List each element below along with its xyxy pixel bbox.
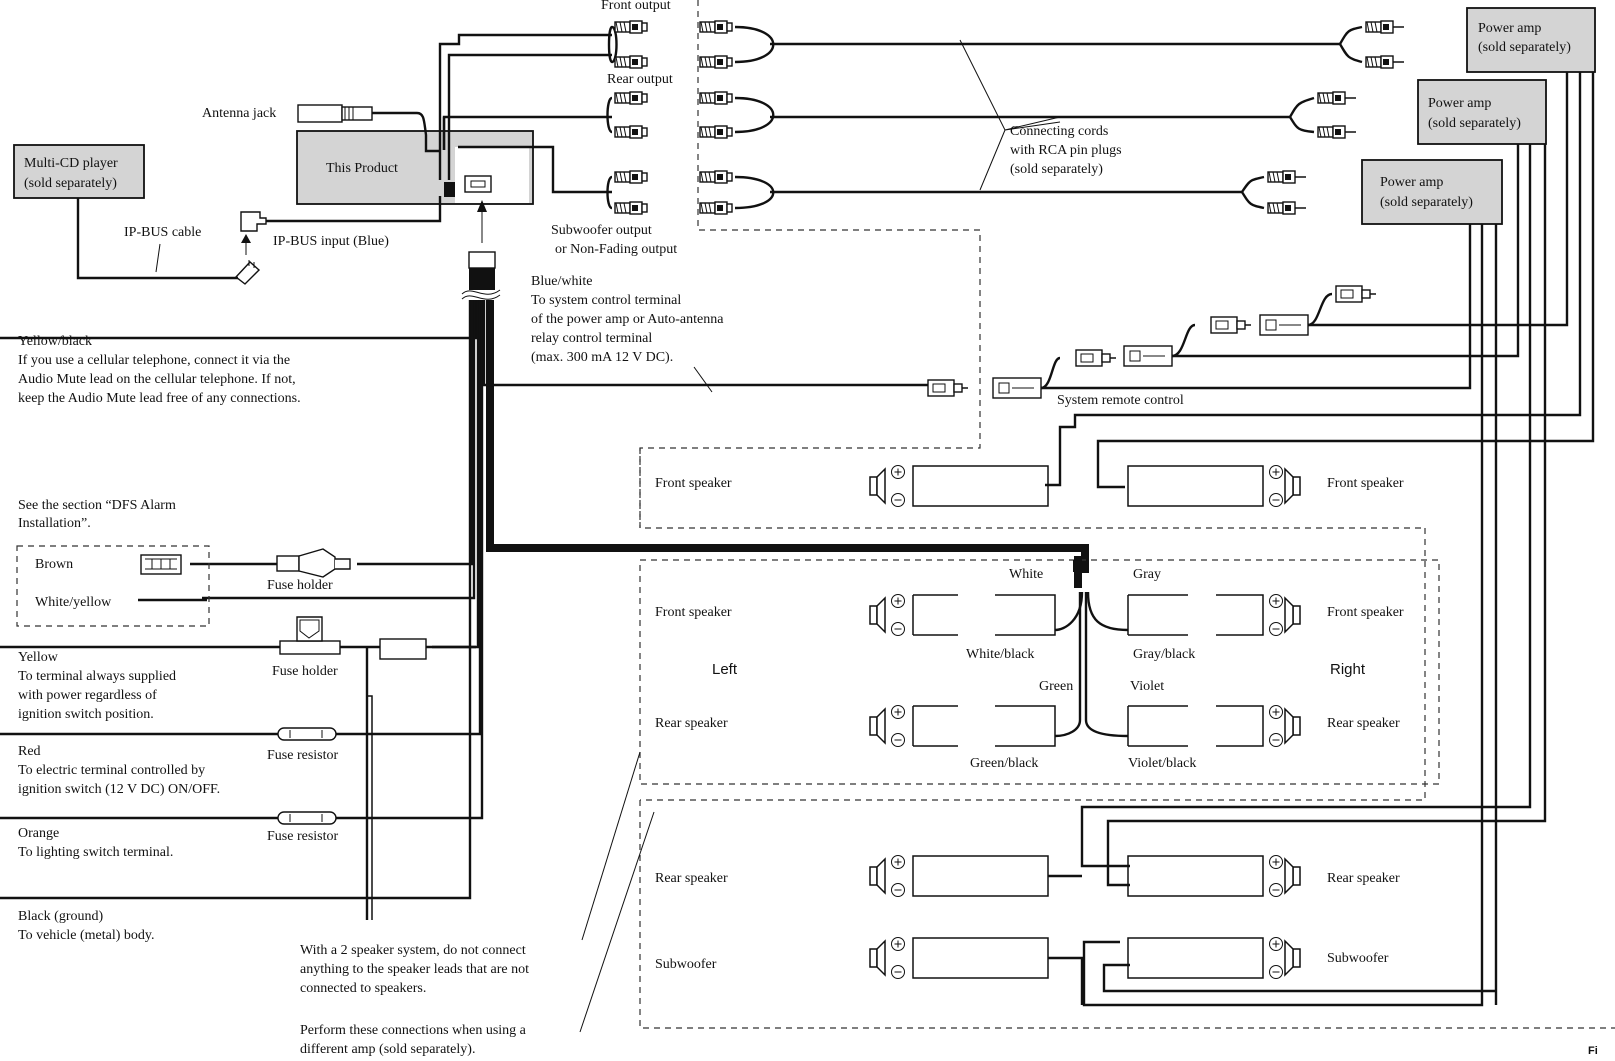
orange-lead-line-2: To lighting switch terminal. xyxy=(18,845,173,860)
yellow-lead-line-3: with power regardless of xyxy=(18,688,157,703)
front-speaker-left-label: Front speaker xyxy=(655,605,732,620)
yellow-black-line-4: keep the Audio Mute lead free of any con… xyxy=(18,391,301,406)
different-amp-note-line-2: different amp (sold separately). xyxy=(300,1042,475,1056)
ipbus-plug-lower xyxy=(76,198,261,285)
two-speaker-note-line-3: connected to speakers. xyxy=(300,981,426,996)
yellow-lead-label: Yellow xyxy=(18,650,59,665)
red-lead-line-2: To electric terminal controlled by xyxy=(18,763,205,778)
wiring-harness-connector xyxy=(461,251,501,300)
blue-white-terminal xyxy=(927,379,969,397)
blue-white-line-3: of the power amp or Auto-antenna xyxy=(531,312,724,327)
power-amp-1-label: Power amp xyxy=(1478,21,1541,36)
brown-lead-label: Brown xyxy=(35,557,73,572)
dfs-note-line-2: Installation”. xyxy=(18,516,91,531)
red-lead-line-3: ignition switch (12 V DC) ON/OFF. xyxy=(18,782,220,797)
blue-white-label: Blue/white xyxy=(531,274,592,289)
this-product-box: This Product xyxy=(296,130,534,205)
red-lead-fuse-resistor xyxy=(0,727,337,741)
front-speaker-upper-right-label: Front speaker xyxy=(1327,476,1404,491)
multi-cd-player-box: Multi-CD player (sold separately) xyxy=(13,144,145,199)
dfs-alarm-outline xyxy=(16,545,210,627)
power-amp-3-label: Power amp xyxy=(1380,175,1443,190)
left-side-label: Left xyxy=(712,661,738,678)
violet-black-wire-label: Violet/black xyxy=(1128,756,1196,771)
rear-speaker-right-label: Rear speaker xyxy=(1327,716,1400,731)
black-lead-label: Black (ground) xyxy=(18,909,103,924)
two-speaker-note-line-1: With a 2 speaker system, do not connect xyxy=(300,943,526,958)
ipbus-cable-label: IP-BUS cable xyxy=(124,225,201,240)
yellow-lead-line-4: ignition switch position. xyxy=(18,707,154,722)
rear-speaker-lower-right-label: Rear speaker xyxy=(1327,871,1400,886)
black-lead-line-2: To vehicle (metal) body. xyxy=(18,928,155,943)
white-yellow-lead-label: White/yellow xyxy=(35,595,112,610)
power-amp-2-sub-label: (sold separately) xyxy=(1428,116,1521,131)
antenna-jack-label: Antenna jack xyxy=(202,106,276,121)
rear-speaker-left-label: Rear speaker xyxy=(655,716,728,731)
multi-cd-label: Multi-CD player xyxy=(24,156,118,171)
rear-output-label: Rear output xyxy=(607,72,673,87)
yellow-black-label: Yellow/black xyxy=(18,334,92,349)
speaker-group-outline-middle xyxy=(639,559,1440,785)
power-amp-2-label: Power amp xyxy=(1428,96,1491,111)
gray-black-wire-label: Gray/black xyxy=(1133,647,1195,662)
ipbus-plug-upper xyxy=(240,196,442,255)
blue-white-line-2: To system control terminal xyxy=(531,293,681,308)
dfs-note-line-1: See the section “DFS Alarm xyxy=(18,498,176,513)
power-amp-box-3: Power amp (sold separately) xyxy=(1361,159,1503,225)
different-amp-note-line-1: Perform these connections when using a xyxy=(300,1023,527,1038)
yellow-black-line-2: If you use a cellular telephone, connect… xyxy=(18,353,290,368)
connecting-cords-label: Connecting cords xyxy=(1010,124,1108,139)
brown-lead-fuse-holder xyxy=(190,548,351,578)
violet-wire-label: Violet xyxy=(1130,679,1164,694)
blue-white-line-4: relay control terminal xyxy=(531,331,652,346)
system-remote-connectors xyxy=(992,72,1569,399)
right-side-label: Right xyxy=(1330,661,1366,678)
yellow-lead-fuse-holder xyxy=(0,616,476,920)
fuse-resistor-label-1: Fuse resistor xyxy=(267,748,339,763)
ipbus-input-label: IP-BUS input (Blue) xyxy=(273,234,389,249)
system-remote-label: System remote control xyxy=(1057,393,1184,408)
yellow-lead-line-2: To terminal always supplied xyxy=(18,669,176,684)
fuse-holder-label-2: Fuse holder xyxy=(272,664,338,679)
power-amp-1-sub-label: (sold separately) xyxy=(1478,40,1571,55)
white-black-wire-label: White/black xyxy=(966,647,1034,662)
orange-lead-label: Orange xyxy=(18,826,59,841)
multi-cd-sub-label: (sold separately) xyxy=(24,176,117,191)
orange-lead-fuse-resistor xyxy=(0,811,337,825)
output-group-outline xyxy=(639,0,1425,529)
power-amp-3-sub-label: (sold separately) xyxy=(1380,195,1473,210)
speaker-group-outline-bottom xyxy=(639,800,1615,1029)
green-wire-label: Green xyxy=(1039,679,1073,694)
red-lead-label: Red xyxy=(18,744,41,759)
front-speaker-upper-left-label: Front speaker xyxy=(655,476,732,491)
front-output-label: Front output xyxy=(601,0,671,13)
power-amp-box-1: Power amp (sold separately) xyxy=(1466,7,1596,73)
subwoofer-output-label: Subwoofer output xyxy=(551,223,652,238)
gray-wire-label: Gray xyxy=(1133,567,1161,582)
green-black-wire-label: Green/black xyxy=(970,756,1038,771)
power-amp-box-2: Power amp (sold separately) xyxy=(1417,79,1547,145)
two-speaker-note-line-2: anything to the speaker leads that are n… xyxy=(300,962,529,977)
subwoofer-left-label: Subwoofer xyxy=(655,957,717,972)
rear-speaker-lower-left-label: Rear speaker xyxy=(655,871,728,886)
white-wire-label: White xyxy=(1009,567,1043,582)
fuse-holder-label-1: Fuse holder xyxy=(267,578,333,593)
blue-white-line-5: (max. 300 mA 12 V DC). xyxy=(531,350,673,365)
antenna-jack-connector xyxy=(297,104,440,153)
page-marker: Fi xyxy=(1588,1045,1598,1056)
subwoofer-right-label: Subwoofer xyxy=(1327,951,1389,966)
brown-lead-terminal xyxy=(140,554,182,575)
this-product-label: This Product xyxy=(326,161,398,176)
yellow-black-line-3: Audio Mute lead on the cellular telephon… xyxy=(18,372,296,387)
connecting-cords-label-2: with RCA pin plugs xyxy=(1010,143,1122,158)
fuse-resistor-label-2: Fuse resistor xyxy=(267,829,339,844)
front-speaker-right-label: Front speaker xyxy=(1327,605,1404,620)
non-fading-output-label: or Non-Fading output xyxy=(555,242,677,257)
connecting-cords-label-3: (sold separately) xyxy=(1010,162,1103,177)
